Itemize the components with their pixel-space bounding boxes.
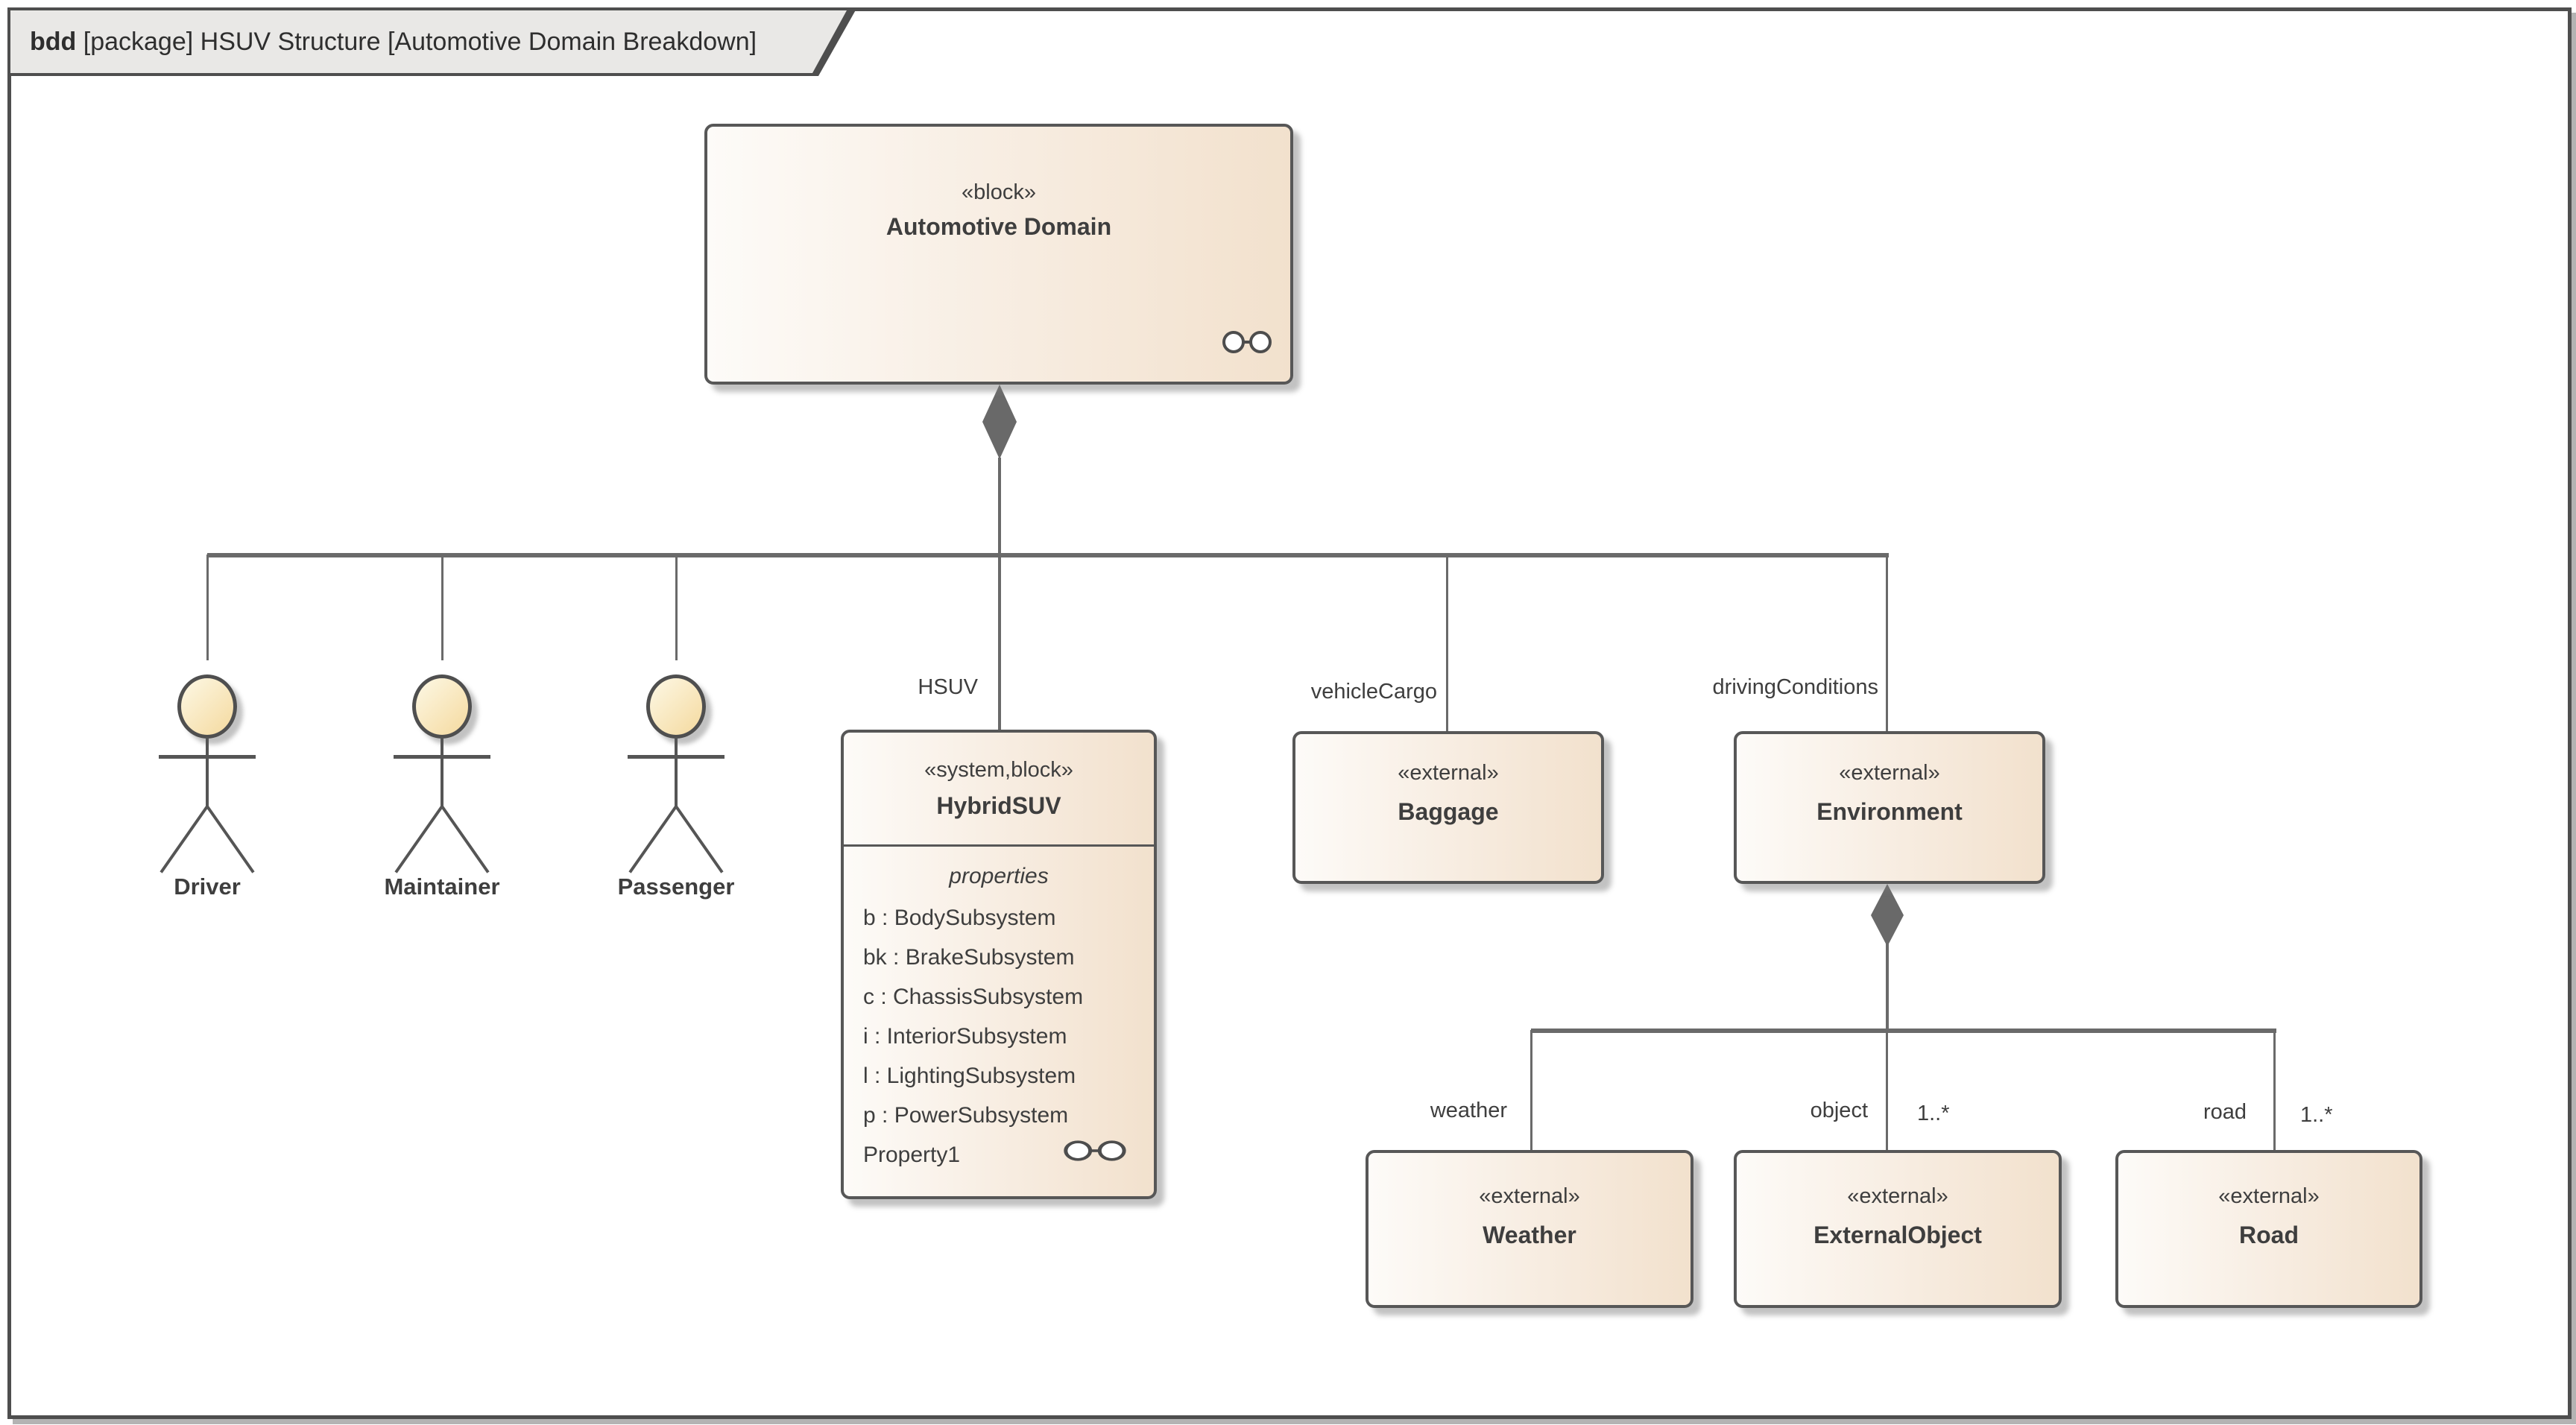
- diagram-title: bdd [package] HSUV Structure [Automotive…: [10, 10, 851, 73]
- property-row: b : BodySubsystem: [863, 906, 1056, 930]
- block-hybrid-suv[interactable]: «system,block» HybridSUV properties b : …: [841, 730, 1157, 1199]
- composite-indicator-icon: [1222, 331, 1272, 353]
- diagram-frame-tab: bdd [package] HSUV Structure [Automotive…: [7, 7, 857, 76]
- connector-branch-road[interactable]: [2273, 1030, 2276, 1150]
- edge-label-object[interactable]: object: [1810, 1099, 1868, 1122]
- block-road[interactable]: «external» Road: [2115, 1150, 2422, 1308]
- connector-branch-baggage[interactable]: [1446, 554, 1448, 731]
- block-name: Baggage: [1398, 798, 1499, 825]
- block-environment[interactable]: «external» Environment: [1734, 731, 2045, 884]
- actor-arms: [628, 755, 724, 759]
- edge-label-road[interactable]: road: [2203, 1100, 2247, 1124]
- block-stereotype: «block»: [962, 180, 1036, 204]
- block-name: Automotive Domain: [886, 213, 1112, 240]
- block-stereotype: «external»: [1398, 761, 1499, 785]
- connector-bus-automotive[interactable]: [207, 553, 1889, 557]
- actor-label: Passenger: [617, 873, 735, 900]
- connector-branch-maintainer[interactable]: [441, 554, 443, 660]
- connector-automotive-hsuv[interactable]: [998, 458, 1001, 730]
- block-stereotype: «external»: [1839, 761, 1940, 785]
- diagram-title-text: [package] HSUV Structure [Automotive Dom…: [76, 27, 757, 56]
- property-row: p : PowerSubsystem: [863, 1103, 1069, 1128]
- diagram-kind-label: bdd: [30, 27, 77, 56]
- property-row: c : ChassisSubsystem: [863, 985, 1084, 1009]
- actor-label: Driver: [174, 873, 241, 900]
- connector-branch-environment[interactable]: [1886, 554, 1888, 731]
- edge-multiplicity-object[interactable]: 1..*: [1917, 1102, 1950, 1125]
- actor-torso: [441, 737, 443, 809]
- block-name: Environment: [1816, 798, 1963, 825]
- block-stereotype: «system,block»: [924, 758, 1073, 782]
- edge-label-weather[interactable]: weather: [1430, 1099, 1507, 1122]
- actor-head: [646, 674, 706, 739]
- connector-environment-stem[interactable]: [1886, 944, 1889, 1031]
- actor-arms: [159, 755, 256, 759]
- property-row: Property1: [863, 1143, 961, 1167]
- block-name: ExternalObject: [1813, 1222, 1982, 1248]
- block-stereotype: «external»: [2218, 1184, 2320, 1208]
- edge-label-hsuv[interactable]: HSUV: [918, 675, 978, 699]
- block-stereotype: «external»: [1479, 1184, 1580, 1208]
- connector-branch-passenger[interactable]: [675, 554, 678, 660]
- block-name: HybridSUV: [936, 792, 1061, 819]
- edge-label-driving-conditions[interactable]: drivingConditions: [1712, 675, 1878, 699]
- actor-label: Maintainer: [384, 873, 500, 900]
- block-external-object[interactable]: «external» ExternalObject: [1734, 1150, 2062, 1308]
- connector-bus-environment[interactable]: [1531, 1029, 2276, 1033]
- connector-branch-object[interactable]: [1886, 1030, 1888, 1150]
- block-stereotype: «external»: [1847, 1184, 1948, 1208]
- actor-arms: [394, 755, 490, 759]
- block-automotive-domain[interactable]: «block» Automotive Domain: [704, 124, 1293, 385]
- block-weather[interactable]: «external» Weather: [1366, 1150, 1693, 1308]
- compartment-label: properties: [949, 864, 1049, 888]
- composite-indicator-icon: [1064, 1140, 1126, 1161]
- actor-torso: [206, 737, 209, 809]
- edge-multiplicity-road[interactable]: 1..*: [2300, 1103, 2333, 1127]
- actor-head: [177, 674, 237, 739]
- property-row: bk : BrakeSubsystem: [863, 945, 1075, 970]
- actor-head: [412, 674, 472, 739]
- compartment-divider: [844, 844, 1154, 847]
- block-baggage[interactable]: «external» Baggage: [1292, 731, 1604, 884]
- property-row: l : LightingSubsystem: [863, 1064, 1076, 1088]
- actor-torso: [675, 737, 678, 809]
- edge-label-vehicle-cargo[interactable]: vehicleCargo: [1310, 680, 1437, 704]
- block-name: Weather: [1483, 1222, 1576, 1248]
- property-row: i : InteriorSubsystem: [863, 1024, 1067, 1049]
- block-name: Road: [2239, 1222, 2299, 1248]
- connector-branch-weather[interactable]: [1530, 1030, 1532, 1150]
- connector-branch-driver[interactable]: [206, 554, 209, 660]
